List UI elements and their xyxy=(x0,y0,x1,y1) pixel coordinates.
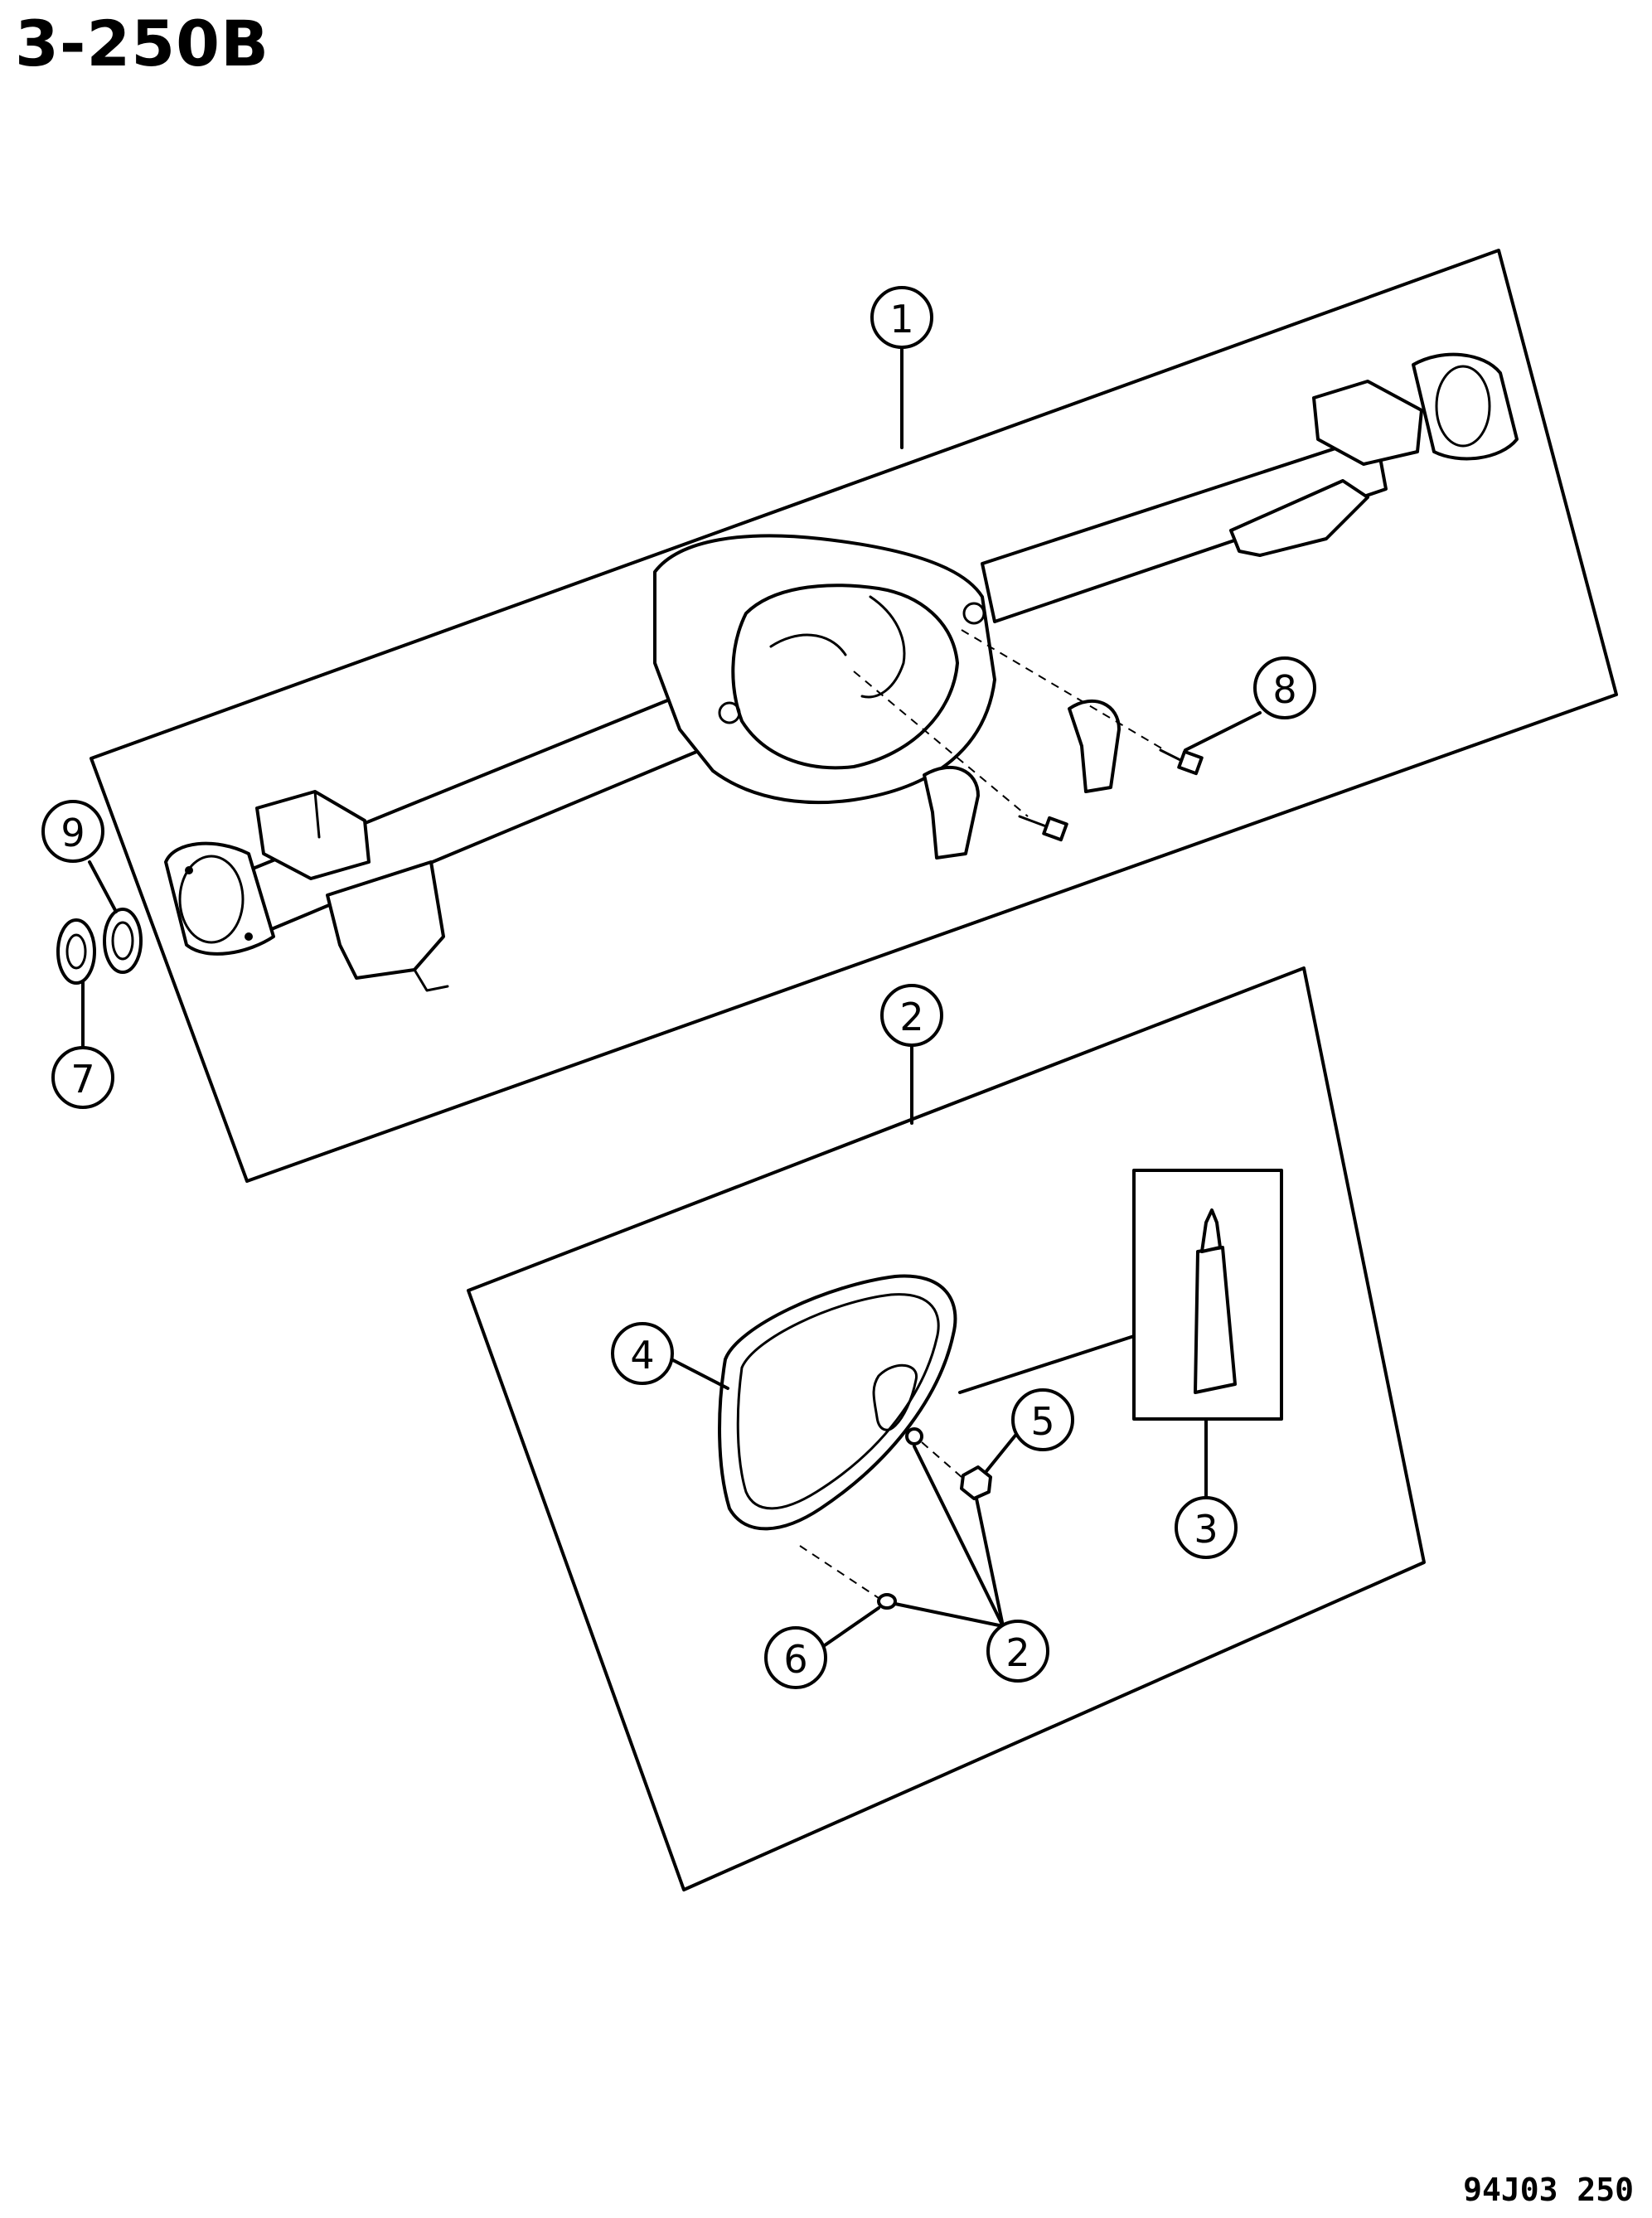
callout-3-text: 3 xyxy=(1194,1507,1218,1552)
axle-housing-drawing xyxy=(164,352,1519,992)
leader-line-sealant xyxy=(958,1334,1136,1394)
callout-8: 8 xyxy=(1253,656,1316,719)
cover-kit-frame xyxy=(467,966,1426,1891)
callout-5: 5 xyxy=(1011,1388,1074,1451)
leader-line-2b-c xyxy=(975,1497,1005,1628)
callout-6-text: 6 xyxy=(783,1637,807,1682)
callout-5-text: 5 xyxy=(1030,1399,1054,1444)
leader-line-2b-b xyxy=(894,1602,1005,1628)
callout-9-text: 9 xyxy=(61,811,85,855)
leader-line-9 xyxy=(88,860,118,913)
callout-4: 4 xyxy=(611,1322,674,1385)
callout-9: 9 xyxy=(41,800,104,863)
callout-7: 7 xyxy=(51,1046,114,1109)
callout-2b-text: 2 xyxy=(1005,1630,1029,1675)
callout-1-text: 1 xyxy=(889,297,913,341)
callout-2b: 2 xyxy=(986,1620,1049,1683)
axle-seal-bearing-drawing xyxy=(56,908,143,985)
leader-line-5 xyxy=(985,1431,1020,1473)
axle-assembly-frame xyxy=(90,249,1618,1183)
sealant-tube-drawing xyxy=(1132,1169,1283,1421)
leader-line-4 xyxy=(670,1358,729,1390)
leader-line-8 xyxy=(1184,711,1262,752)
differential-cover-drawing xyxy=(718,1274,992,1610)
callout-2-text: 2 xyxy=(899,995,923,1039)
callout-3: 3 xyxy=(1175,1496,1238,1559)
callout-2: 2 xyxy=(880,984,943,1047)
figure-code: 94J03 250 xyxy=(1463,2172,1634,2208)
callout-1: 1 xyxy=(870,286,933,349)
leader-line-2b-a xyxy=(913,1445,1005,1628)
callout-6: 6 xyxy=(764,1626,827,1689)
callout-7-text: 7 xyxy=(70,1057,94,1102)
page-label: 3-250B xyxy=(15,7,269,80)
callout-8-text: 8 xyxy=(1272,667,1296,712)
leader-line-6 xyxy=(823,1606,880,1647)
callout-4-text: 4 xyxy=(630,1333,654,1378)
